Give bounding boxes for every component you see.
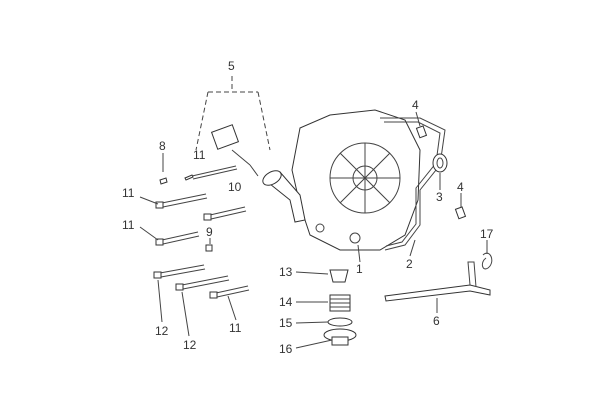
callout-1: 1 [356,262,363,276]
callout-9: 9 [206,225,213,239]
bolts [153,165,250,299]
filler-pipe [262,170,306,223]
gasket [380,117,446,251]
sensor-group-bracket [195,76,271,151]
o-ring [327,317,353,327]
callout-2: 2 [406,257,413,271]
spring [329,294,351,312]
callout-12: 12 [183,338,197,352]
callout-11: 11 [122,218,135,232]
callout-4: 4 [412,98,419,112]
shift-shaft [384,261,491,302]
strainer-cap [329,269,349,283]
dowel-pin [454,206,467,220]
callout-15: 15 [279,316,293,330]
callout-11: 11 [193,148,206,162]
sensor-part [210,124,259,177]
oil-seal [432,153,448,173]
callout-13: 13 [279,265,293,279]
callout-12: 12 [155,324,169,338]
callout-11: 11 [229,321,242,335]
leader-lines [139,111,488,349]
callout-11: 11 [122,186,135,200]
clip [481,252,493,270]
callout-6: 6 [433,314,440,328]
crankcase-cover [291,109,421,251]
callout-8: 8 [159,139,166,153]
callout-14: 14 [279,295,293,309]
callout-16: 16 [279,342,293,356]
callout-4: 4 [457,180,464,194]
callout-3: 3 [436,190,443,204]
dowel-pin [415,125,428,139]
callout-10: 10 [228,180,242,194]
callout-17: 17 [480,227,494,241]
drain-plug [323,328,357,346]
callout-5: 5 [228,59,235,73]
